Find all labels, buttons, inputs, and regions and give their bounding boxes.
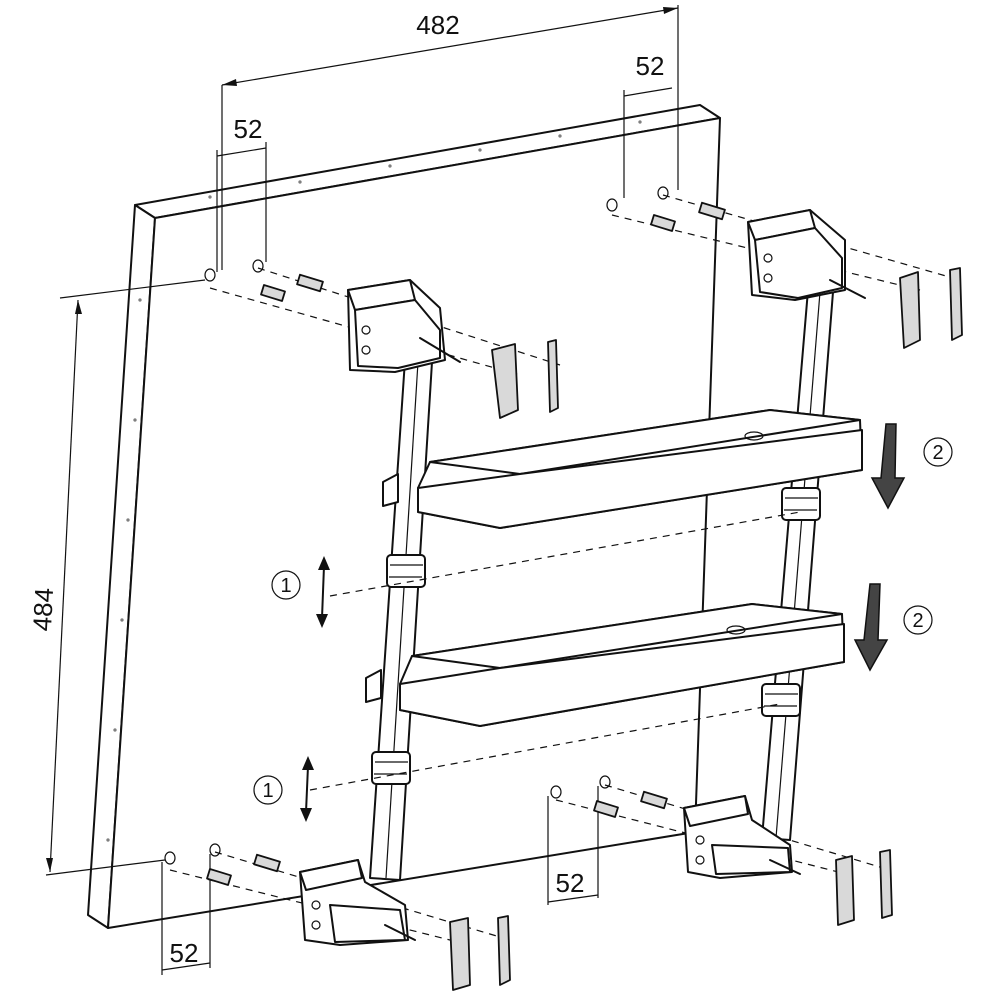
hole-bottom-right-inner bbox=[599, 775, 611, 789]
bracket-bottom-left bbox=[299, 859, 409, 946]
adjust-arrow-lower bbox=[300, 756, 314, 822]
svg-text:2: 2 bbox=[912, 610, 923, 632]
dimension-total-height: 484 bbox=[27, 587, 59, 632]
bracket-top-right bbox=[747, 209, 846, 301]
fixings-top-left bbox=[260, 273, 559, 419]
svg-text:1: 1 bbox=[280, 575, 291, 597]
hole-top-left-outer bbox=[204, 268, 216, 282]
tray-lower bbox=[365, 603, 845, 727]
bracket-top-left bbox=[347, 279, 446, 373]
fixings-bottom-right bbox=[593, 790, 893, 926]
right-rail bbox=[761, 289, 834, 841]
rail-clamp-lower-right bbox=[761, 683, 801, 717]
wall-plug bbox=[296, 273, 324, 293]
hole-top-right-inner bbox=[657, 186, 669, 200]
svg-text:2: 2 bbox=[932, 442, 943, 464]
insert-arrow-upper bbox=[870, 423, 906, 510]
drill-holes bbox=[164, 186, 669, 865]
hole-bottom-left-inner bbox=[209, 843, 221, 857]
rail-clamp-lower-left bbox=[371, 751, 411, 785]
hole-top-right-outer bbox=[606, 198, 618, 212]
dimension-offset-top-right: 52 bbox=[636, 51, 665, 81]
step-marker-insert-upper bbox=[923, 437, 953, 467]
dimension-offset-bottom-right: 52 bbox=[556, 868, 585, 898]
hole-top-left-inner bbox=[252, 259, 264, 273]
dimension-lines bbox=[45, 5, 679, 975]
tray-upper bbox=[382, 409, 863, 529]
adjust-guides bbox=[309, 511, 801, 791]
fixings-bottom-left bbox=[206, 853, 511, 991]
bracket-bottom-right bbox=[683, 795, 793, 879]
step-marker-insert-lower bbox=[903, 605, 933, 635]
svg-text:1: 1 bbox=[262, 780, 273, 802]
dimension-offset-top-left: 52 bbox=[234, 114, 263, 144]
insert-arrow-lower bbox=[853, 583, 889, 672]
adjust-arrow-upper bbox=[316, 556, 330, 628]
step-marker-adjust-lower bbox=[253, 775, 283, 805]
step-marker-adjust-upper bbox=[271, 570, 301, 600]
hole-bottom-left-outer bbox=[164, 851, 176, 865]
wall-plug bbox=[260, 284, 286, 302]
rail-clamp-upper-left bbox=[386, 554, 426, 588]
dimension-total-width: 482 bbox=[416, 10, 459, 40]
rail-clamp-upper-right bbox=[781, 487, 821, 521]
fixings-top-right bbox=[650, 201, 963, 349]
dimension-offset-bottom-left: 52 bbox=[170, 938, 199, 968]
hole-bottom-right-outer bbox=[550, 785, 562, 799]
